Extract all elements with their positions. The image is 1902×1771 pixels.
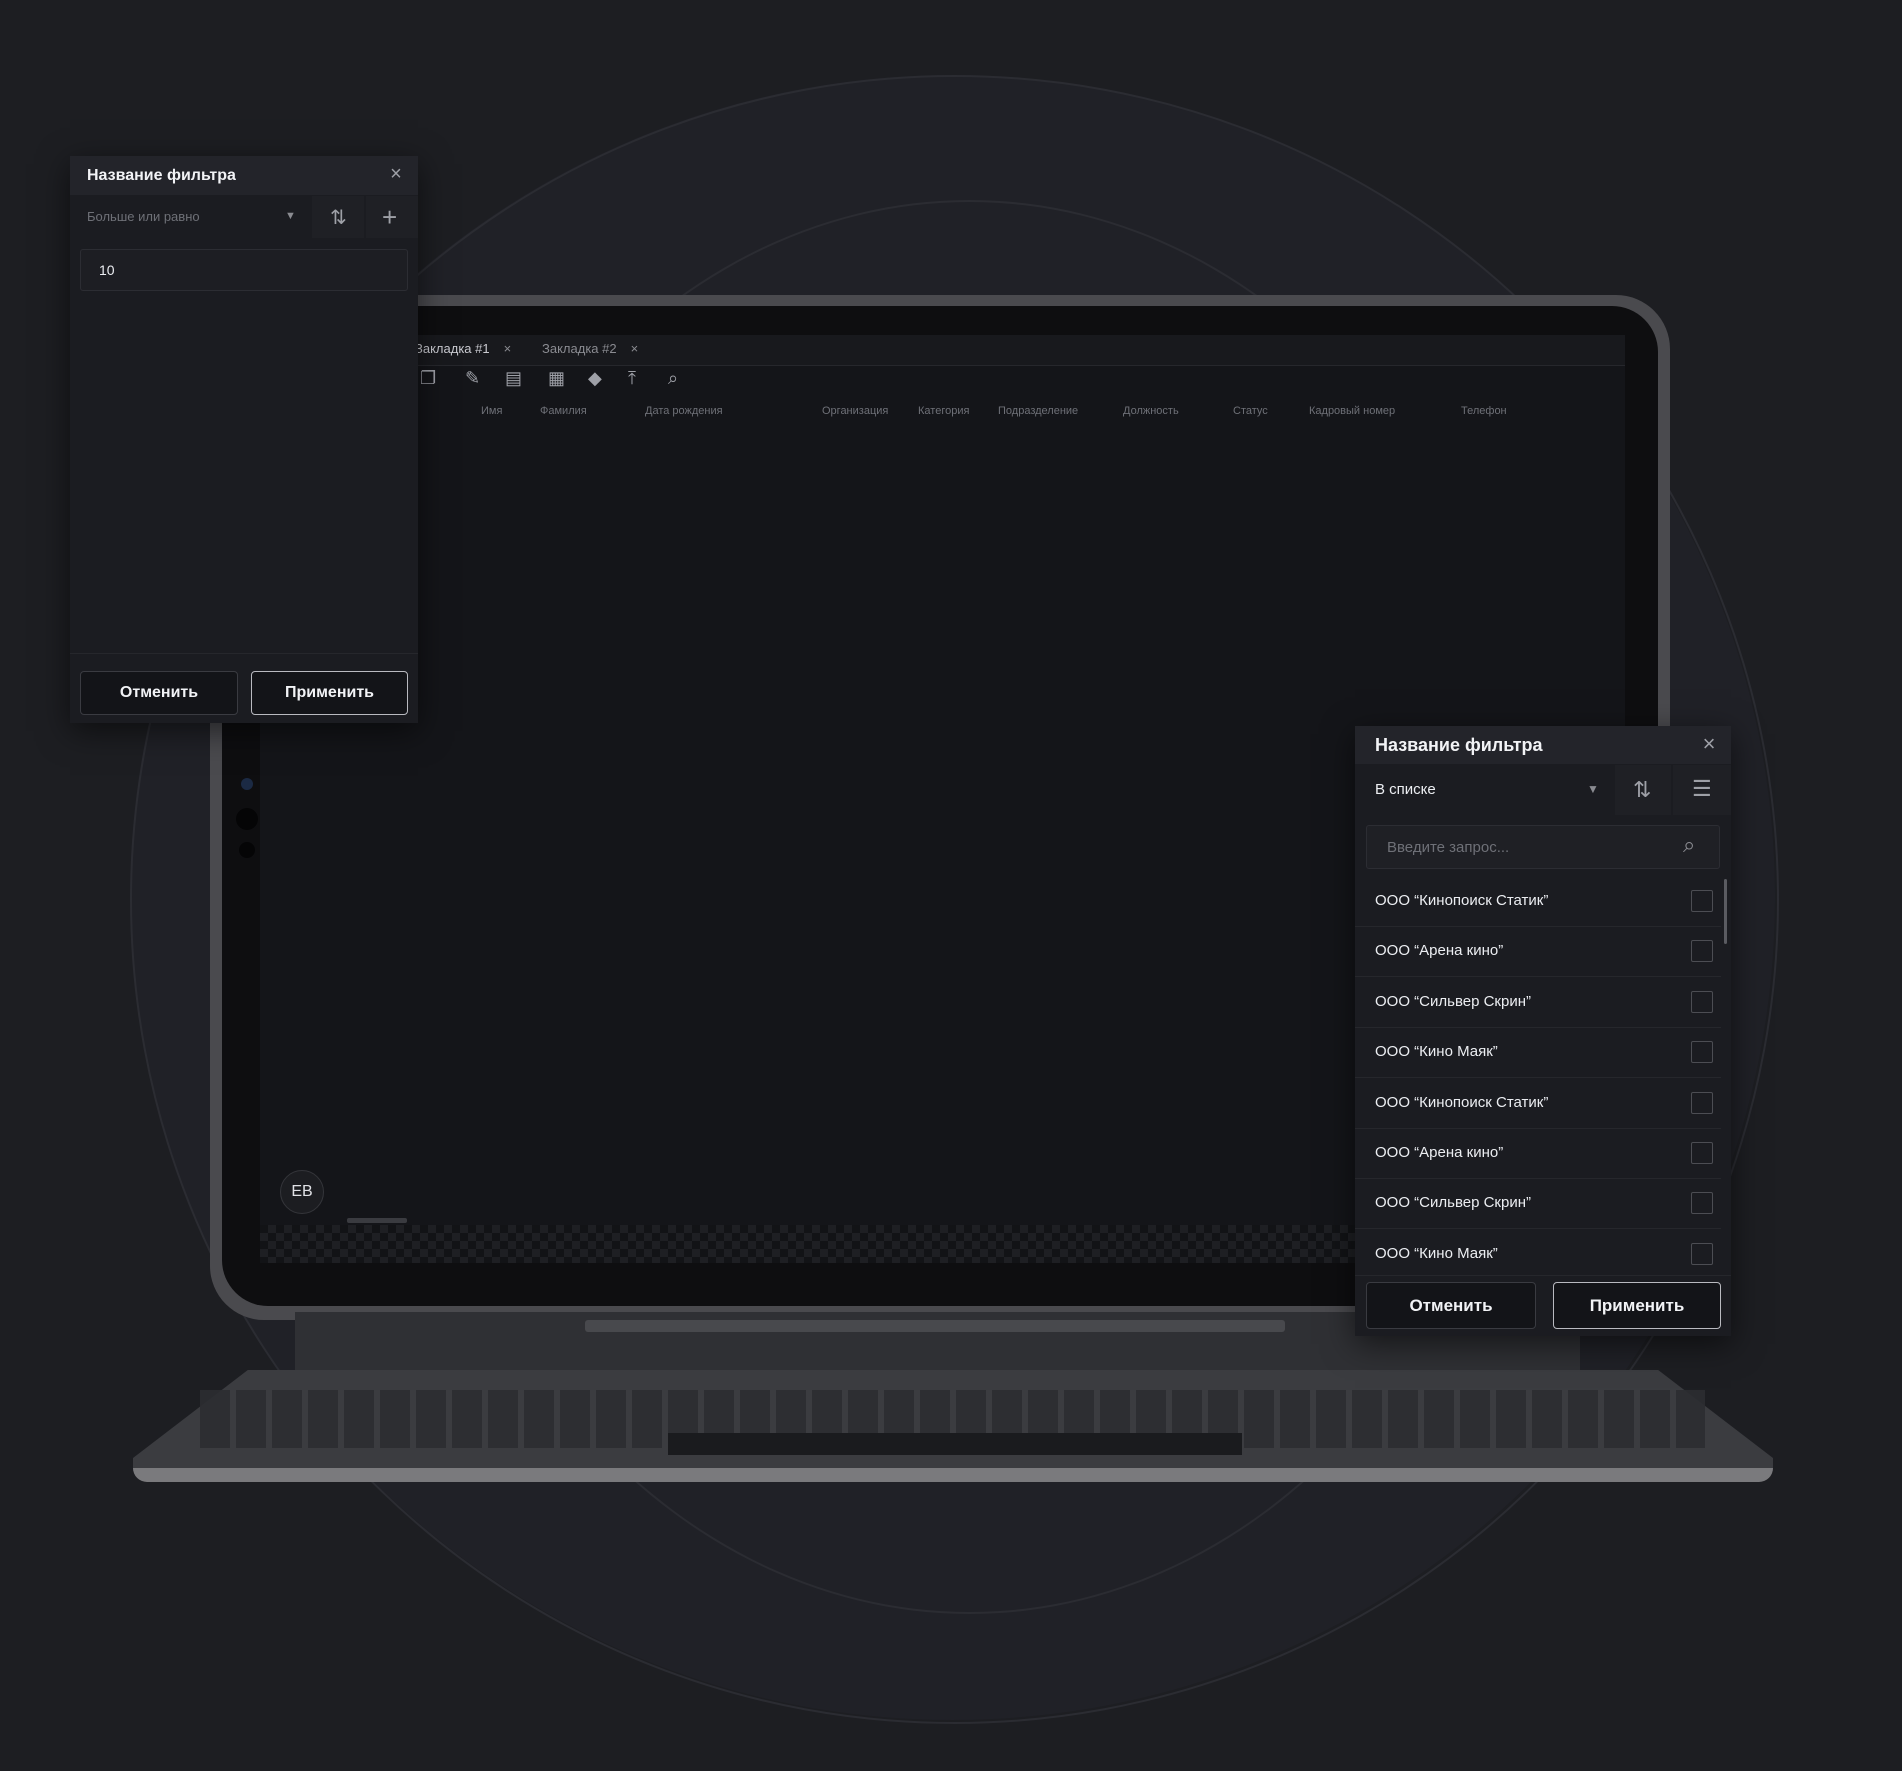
sort-icon: ⇅ bbox=[330, 207, 347, 229]
search-icon[interactable]: ⌕ bbox=[668, 368, 679, 388]
sort-button[interactable]: ⇅ bbox=[1615, 765, 1671, 815]
chevron-down-icon: ▼ bbox=[1587, 782, 1599, 796]
apply-button[interactable]: Применить bbox=[1553, 1282, 1721, 1329]
table-settings-icon[interactable]: ▤ bbox=[505, 368, 523, 388]
close-icon[interactable]: × bbox=[503, 341, 512, 356]
upload-icon[interactable]: ⤒ bbox=[628, 368, 636, 388]
search-input[interactable]: Введите запрос... ⌕ bbox=[1366, 825, 1720, 869]
filter-option-checkbox[interactable] bbox=[1691, 1242, 1713, 1265]
divider bbox=[1355, 1275, 1731, 1276]
col-header-phone[interactable]: Телефон bbox=[1461, 405, 1507, 417]
cancel-button[interactable]: Отменить bbox=[1366, 1282, 1536, 1329]
tab-bookmark-1[interactable]: Закладка #1 × bbox=[415, 341, 511, 356]
tab-label: Закладка #2 bbox=[542, 341, 617, 356]
col-header-personnel-number[interactable]: Кадровый номер bbox=[1309, 405, 1396, 417]
sort-button[interactable]: ⇅ bbox=[312, 196, 364, 238]
filter-option-label: ООО “Арена кино” bbox=[1375, 1144, 1504, 1161]
sort-icon: ⇅ bbox=[1633, 777, 1652, 802]
hinge-bar bbox=[585, 1320, 1285, 1332]
filter-option[interactable]: ООО “Кино Маяк” bbox=[1355, 1229, 1721, 1276]
filter-option[interactable]: ООО “Кинопоиск Статик” bbox=[1355, 876, 1721, 927]
camera bbox=[241, 778, 253, 790]
filter-option[interactable]: ООО “Арена кино” bbox=[1355, 1128, 1721, 1179]
operator-value: В списке bbox=[1375, 781, 1436, 798]
col-header-status[interactable]: Статус bbox=[1233, 405, 1268, 417]
filter-option-label: ООО “Кино Маяк” bbox=[1375, 1043, 1498, 1061]
search-icon: ⌕ bbox=[1683, 832, 1696, 857]
value-text: 10 bbox=[99, 262, 115, 278]
filter-options-list: ООО “Кинопоиск Статик” ООО “Арена кино” ОО… bbox=[1355, 876, 1731, 1276]
trackpad bbox=[668, 1433, 1242, 1455]
filter-header: Название фильтра × bbox=[70, 156, 418, 195]
filter-option[interactable]: ООО “Арена кино” bbox=[1355, 926, 1721, 978]
filter-panel-left: Название фильтра × Больше или равно ▼ ⇅ … bbox=[70, 156, 418, 723]
filter-option[interactable]: ООО “Кино Маяк” bbox=[1355, 1027, 1721, 1079]
col-header-surname[interactable]: Фамилия bbox=[540, 405, 587, 417]
export-icon[interactable]: ▦ bbox=[548, 368, 566, 388]
filter-option-label: ООО “Кинопоиск Статик” bbox=[1375, 892, 1549, 909]
filter-option-label: ООО “Сильвер Скрин” bbox=[1375, 1194, 1531, 1212]
col-header-position[interactable]: Должность bbox=[1123, 405, 1179, 417]
avatar[interactable]: ЕВ bbox=[280, 1170, 324, 1214]
filter-option-checkbox[interactable] bbox=[1691, 940, 1713, 963]
close-icon[interactable]: × bbox=[630, 341, 639, 356]
col-header-birthdate[interactable]: Дата рождения bbox=[645, 405, 723, 417]
tab-bookmark-2[interactable]: Закладка #2 × bbox=[542, 341, 638, 356]
select-all-button[interactable]: ☰ bbox=[1673, 765, 1731, 815]
filter-option-label: ООО “Кино Маяк” bbox=[1375, 1244, 1498, 1262]
sensor-2 bbox=[239, 842, 255, 858]
apply-button[interactable]: Применить bbox=[251, 671, 408, 715]
col-header-department[interactable]: Подразделение bbox=[998, 405, 1079, 417]
operator-select[interactable]: Больше или равно ▼ bbox=[70, 196, 310, 238]
background-ring-outer bbox=[130, 75, 1779, 1724]
horizontal-scrollbar[interactable] bbox=[347, 1218, 407, 1223]
filter-option-checkbox[interactable] bbox=[1691, 990, 1713, 1013]
close-icon[interactable]: × bbox=[1702, 731, 1716, 756]
filter-option-checkbox[interactable] bbox=[1691, 1142, 1713, 1164]
filter-title: Название фильтра bbox=[87, 167, 236, 184]
cancel-button[interactable]: Отменить bbox=[80, 671, 238, 715]
operator-select[interactable]: В списке ▼ bbox=[1355, 765, 1613, 815]
filter-option-label: ООО “Арена кино” bbox=[1375, 942, 1504, 960]
filter-option-label: ООО “Сильвер Скрин” bbox=[1375, 992, 1531, 1010]
filter-option[interactable]: ООО “Сильвер Скрин” bbox=[1355, 1178, 1721, 1230]
filter-option[interactable]: ООО “Кинопоиск Статик” bbox=[1355, 1078, 1721, 1129]
filter-option-checkbox[interactable] bbox=[1691, 1091, 1713, 1114]
sensor bbox=[236, 808, 258, 830]
filter-header: Название фильтра × bbox=[1355, 726, 1731, 764]
col-header-organization[interactable]: Организация bbox=[822, 405, 889, 417]
filter-title: Название фильтра bbox=[1375, 735, 1543, 755]
copy-icon[interactable]: ❐ bbox=[420, 368, 437, 388]
checklist-icon: ☰ bbox=[1692, 776, 1712, 801]
divider bbox=[70, 653, 418, 654]
value-input[interactable]: 10 bbox=[80, 249, 408, 291]
close-icon[interactable]: × bbox=[390, 163, 402, 185]
edit-icon[interactable]: ✎ bbox=[465, 368, 481, 388]
tab-bar: Закладка #1 × Закладка #2 × bbox=[260, 335, 1625, 366]
col-header-category[interactable]: Категория bbox=[918, 405, 970, 417]
search-placeholder: Введите запрос... bbox=[1387, 839, 1510, 856]
col-header-name[interactable]: Имя bbox=[481, 405, 503, 417]
filter-panel-right: Название фильтра × В списке ▼ ⇅ ☰ Введит… bbox=[1355, 726, 1731, 1336]
layers-icon[interactable]: ◆ bbox=[588, 368, 602, 388]
filter-option[interactable]: ООО “Сильвер Скрин” bbox=[1355, 977, 1721, 1028]
filter-option-checkbox[interactable] bbox=[1691, 890, 1713, 912]
filter-option-checkbox[interactable] bbox=[1691, 1041, 1713, 1064]
list-scrollbar[interactable] bbox=[1724, 879, 1727, 944]
add-condition-button[interactable]: + bbox=[366, 196, 418, 238]
keyboard-edge bbox=[133, 1468, 1773, 1482]
filter-option-label: ООО “Кинопоиск Статик” bbox=[1375, 1093, 1549, 1111]
filter-option-checkbox[interactable] bbox=[1691, 1192, 1713, 1215]
plus-icon: + bbox=[382, 202, 398, 232]
chevron-down-icon: ▼ bbox=[285, 210, 296, 222]
operator-value: Больше или равно bbox=[87, 209, 200, 224]
tab-label: Закладка #1 bbox=[415, 341, 490, 356]
